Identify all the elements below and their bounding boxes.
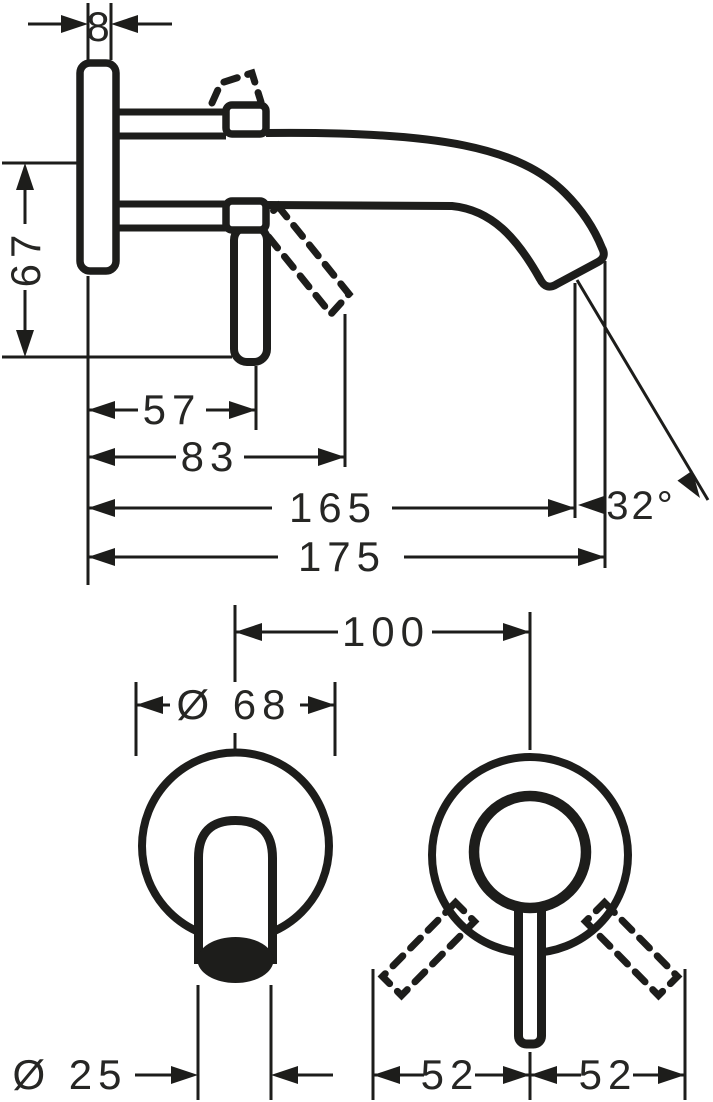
dim-label-d25: Ø 25 — [12, 1051, 127, 1098]
side-view — [76, 59, 608, 366]
dim-label-57: 57 — [143, 386, 202, 433]
lower-connector-pipe — [116, 200, 226, 232]
handle-dashed-open-position — [254, 200, 354, 320]
handle-hub-circle — [468, 790, 592, 914]
dim-label-8: 8 — [86, 3, 115, 50]
dim-label-52-left: 52 — [421, 1051, 480, 1098]
dim-handle-swing: 52 52 — [371, 969, 687, 1100]
dim-label-100: 100 — [342, 608, 430, 655]
dim-label-d68: Ø 68 — [176, 681, 291, 728]
dim-wall-to-outlet: 165 — [88, 283, 577, 531]
front-view-dimensions: 100 Ø 68 Ø 25 52 52 — [12, 605, 687, 1100]
spout-body — [265, 128, 608, 291]
dim-label-67: 67 — [2, 229, 49, 288]
dim-handle-clearance: 67 — [2, 161, 232, 359]
side-view-dimensions: 8 67 57 83 165 — [2, 3, 710, 585]
handle-dashed-left-position — [377, 897, 480, 1001]
dim-label-175: 175 — [298, 533, 386, 580]
handle-dashed-up-position — [208, 68, 265, 107]
handle-dashed-right-position — [580, 897, 683, 1001]
dim-spout-outlet-diameter: Ø 25 — [12, 985, 333, 1100]
spout-outlet-opening — [197, 937, 274, 983]
front-view-handle — [377, 753, 683, 1049]
cartridge-boss-top — [222, 101, 270, 138]
dim-label-165: 165 — [289, 484, 377, 531]
spout-tube-front — [194, 815, 277, 964]
dim-label-52-right: 52 — [579, 1051, 638, 1098]
dim-outlet-angle: 32° — [575, 279, 710, 528]
dim-wall-to-handle: 57 — [88, 366, 258, 433]
dim-escutcheon-diameter: Ø 68 — [134, 681, 337, 756]
dim-spout-reach: 175 — [88, 261, 607, 580]
dim-label-83: 83 — [181, 433, 240, 480]
dim-plate-thickness: 8 — [28, 3, 172, 60]
front-view-spout — [138, 748, 333, 983]
dim-label-32deg: 32° — [606, 484, 676, 528]
cartridge-boss-bottom — [222, 197, 270, 234]
dim-wall-to-handle-open: 83 — [88, 314, 347, 480]
wall-plate — [76, 59, 120, 275]
upper-connector-pipe — [116, 108, 226, 140]
handle-lever-closed — [230, 223, 271, 366]
dim-center-distance: 100 — [233, 605, 532, 750]
